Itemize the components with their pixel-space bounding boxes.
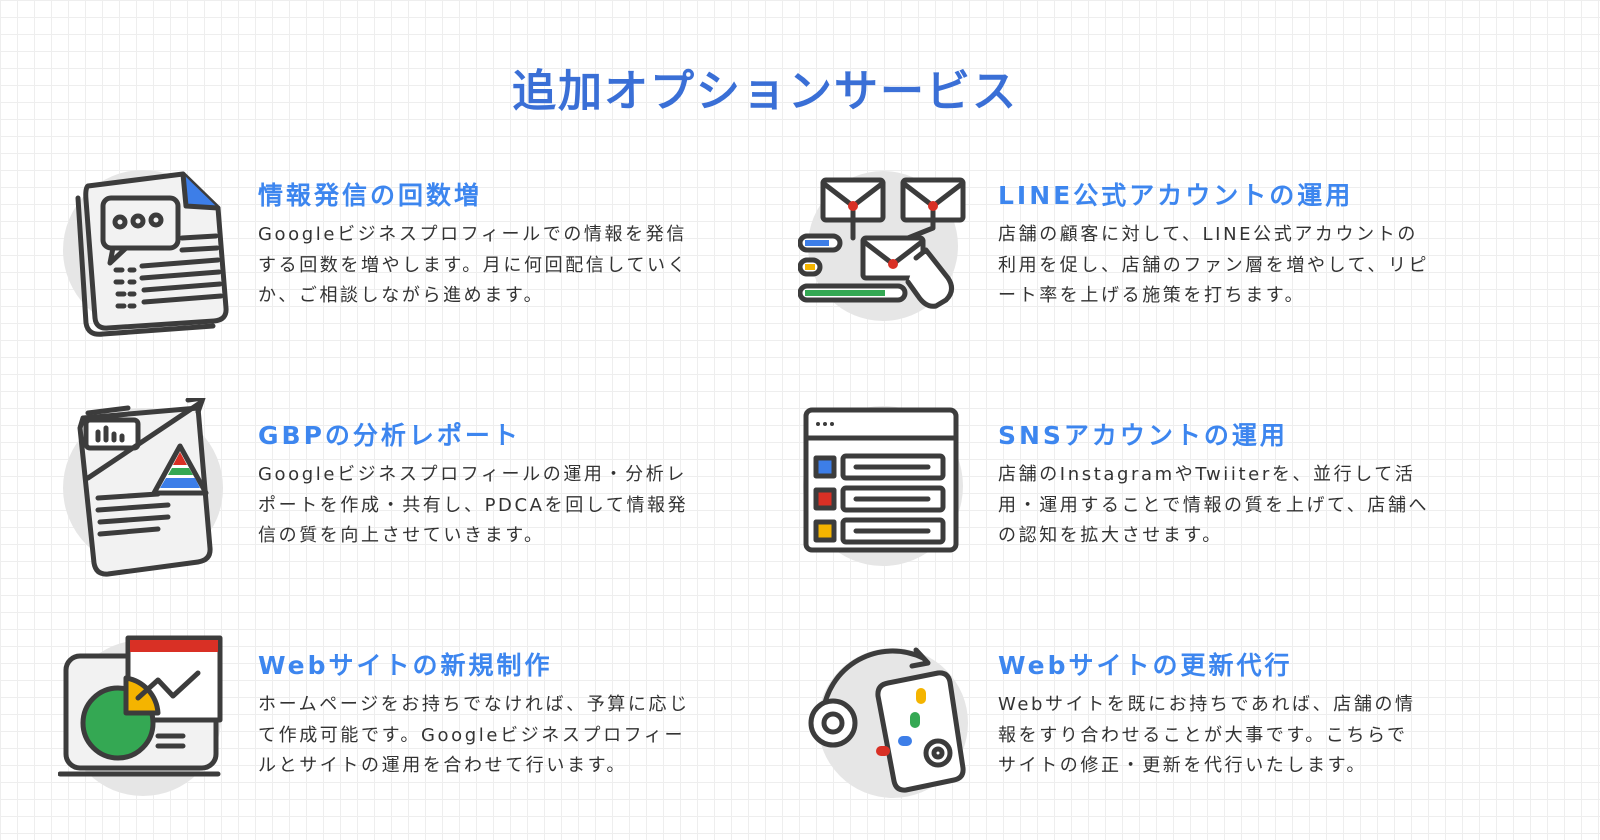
service-item-gbp-report: GBPの分析レポート Googleビジネスプロフィールの運用・分析レ ポートを作…: [58, 398, 798, 598]
service-item-info-frequency: 情報発信の回数増 Googleビジネスプロフィールでの情報を発信 する回数を増や…: [58, 158, 798, 358]
browser-list-icon: [803, 406, 963, 566]
item-description-line: の認知を拡大させます。: [998, 525, 1223, 546]
mail-messaging-icon: [798, 171, 966, 321]
item-description-line: する回数を増やします。月に何回配信していく: [258, 254, 689, 276]
analytics-report-icon: [63, 398, 223, 577]
service-item-sns-account: SNSアカウントの運用 店舗のInstagramやTwiiterを、並行して活 …: [798, 398, 1538, 598]
item-description-line: 利用を促し、店舗のファン層を増やして、リピ: [998, 254, 1430, 276]
mobile-settings-icon: [808, 647, 968, 798]
item-title: LINE公式アカウントの運用: [998, 181, 1354, 210]
item-description-line: 用・運用することで情報の質を上げて、店舗へ: [998, 494, 1430, 516]
item-description-line: Webサイトを既にお持ちであれば、店舗の情: [998, 694, 1416, 715]
item-description-line: 店舗のInstagramやTwiiterを、並行して活: [998, 464, 1416, 485]
item-description-line: 信の質を向上させていきます。: [258, 525, 545, 546]
item-description-line: ート率を上げる施策を打ちます。: [998, 285, 1306, 306]
item-title: Webサイトの更新代行: [998, 651, 1293, 680]
item-description-line: Googleビジネスプロフィールの運用・分析レ: [258, 464, 687, 485]
page-title: 追加オプションサービス: [512, 66, 1018, 118]
item-description-line: 店舗の顧客に対して、LINE公式アカウントの: [998, 224, 1418, 245]
item-description-line: か、ご相談しながら進めます。: [258, 285, 545, 306]
item-description-line: ルとサイトの運用を合わせて行います。: [258, 755, 627, 776]
service-item-website-update: Webサイトの更新代行 Webサイトを既にお持ちであれば、店舗の情 報をすり合わ…: [798, 628, 1538, 828]
service-item-line-account: LINE公式アカウントの運用 店舗の顧客に対して、LINE公式アカウントの 利用…: [798, 158, 1538, 358]
item-title: Webサイトの新規制作: [258, 651, 553, 680]
item-title: GBPの分析レポート: [258, 421, 521, 450]
item-description-line: て作成可能です。Googleビジネスプロフィー: [258, 724, 686, 746]
document-chat-icon: [63, 170, 229, 337]
laptop-chart-icon: [58, 635, 223, 796]
item-title: SNSアカウントの運用: [998, 421, 1288, 450]
item-description-line: 報をすり合わせることが大事です。こちらで: [998, 724, 1408, 746]
item-description-line: サイトの修正・更新を代行いたします。: [998, 755, 1367, 776]
service-item-new-website: Webサイトの新規制作 ホームページをお持ちでなければ、予算に応じ て作成可能で…: [58, 628, 798, 828]
item-title: 情報発信の回数増: [258, 181, 483, 210]
item-description-line: Googleビジネスプロフィールでの情報を発信: [258, 224, 687, 245]
item-description-line: ポートを作成・共有し、PDCAを回して情報発: [258, 494, 689, 516]
item-description-line: ホームページをお持ちでなければ、予算に応じ: [258, 694, 690, 715]
